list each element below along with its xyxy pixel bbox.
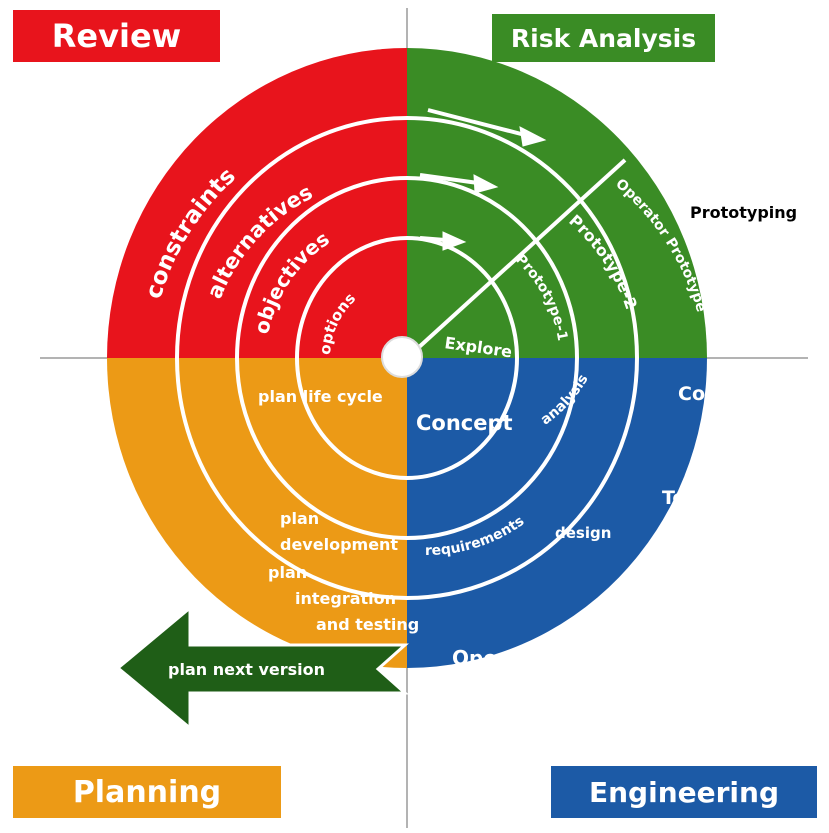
plan-label-1: plan <box>280 509 319 528</box>
risk-analysis-quadrant-label: Risk Analysis <box>492 14 715 62</box>
center-circle <box>381 336 423 378</box>
integration-label: integration <box>295 589 396 608</box>
planning-quadrant-label: Planning <box>13 766 281 818</box>
code-label: Code <box>678 383 731 405</box>
plan-label-2: plan <box>268 563 307 582</box>
plan-next-version-arrow <box>115 604 409 732</box>
review-quadrant-label: Review <box>13 10 220 62</box>
concept-label: Concept <box>416 411 513 435</box>
engineering-quadrant <box>407 358 707 668</box>
test-label: Test <box>662 487 706 509</box>
operate-label: Operate <box>452 646 543 670</box>
prototyping-label: Prototyping <box>690 203 797 222</box>
and-testing-label: and testing <box>316 615 419 634</box>
plan-next-version-label: plan next version <box>168 660 325 679</box>
engineering-quadrant-label: Engineering <box>551 766 817 818</box>
plan-life-cycle-label: plan life cycle <box>258 387 383 406</box>
review-quadrant <box>107 48 407 358</box>
flow-arrow-icon <box>419 108 547 251</box>
design-label: design <box>555 524 611 542</box>
planning-quadrant <box>107 358 407 668</box>
spiral-rings <box>175 116 639 600</box>
development-label: development <box>280 535 398 554</box>
risk-divider <box>405 158 627 360</box>
